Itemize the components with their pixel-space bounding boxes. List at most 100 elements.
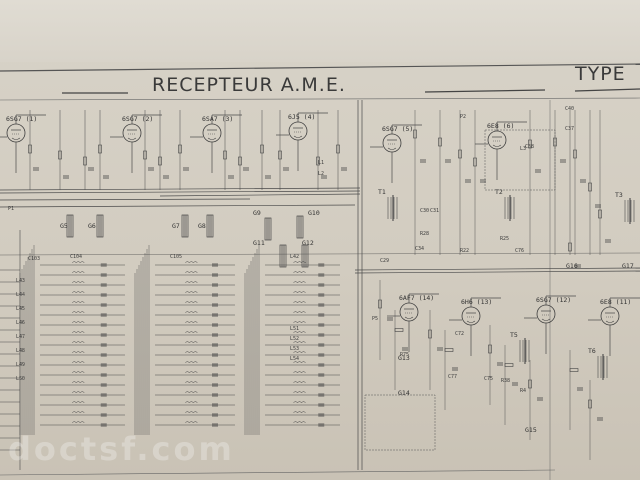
resistor-symbol — [413, 129, 417, 139]
coil-winding — [185, 401, 198, 404]
resistor-symbol — [573, 149, 577, 159]
component-label: P5 — [372, 316, 378, 322]
component-label: C40 — [565, 106, 574, 112]
coil-winding — [72, 391, 85, 394]
resistor-symbol — [178, 144, 182, 154]
coil-winding — [293, 421, 306, 424]
component-label: 6E8 (11) — [600, 298, 631, 306]
coil-winding — [293, 301, 306, 304]
coil-winding — [185, 301, 198, 304]
component-label: C37 — [565, 126, 574, 132]
resistor-symbol — [598, 209, 602, 219]
component-label: G16 — [566, 262, 578, 270]
wire — [354, 267, 640, 271]
resistor-symbol — [278, 150, 282, 160]
component-label: T1 — [378, 188, 386, 196]
component-label: C103 — [28, 256, 40, 262]
component-label: G5 — [60, 222, 68, 230]
coil-winding — [72, 371, 85, 374]
coil-former — [301, 244, 309, 268]
coil-former — [279, 244, 287, 268]
coil-former — [206, 214, 214, 238]
tube-cathode — [11, 137, 21, 140]
resistor-symbol — [83, 156, 87, 166]
component-label: 6AF7 (14) — [399, 294, 434, 302]
component-label: T6 — [588, 347, 596, 355]
component-label: G12 — [302, 239, 314, 247]
component-label: C38 — [525, 144, 534, 150]
coil-winding — [293, 341, 306, 344]
resistor-symbol — [58, 150, 62, 160]
paper-top-edge — [0, 0, 640, 62]
component-label: G10 — [308, 209, 320, 217]
component-label: G6 — [88, 222, 96, 230]
coil-former — [296, 215, 304, 239]
resistor-symbol — [458, 149, 462, 159]
component-label: C30 — [420, 208, 429, 214]
resistor-symbol — [28, 144, 32, 154]
resistor-symbol — [528, 139, 532, 149]
component-label: C72 — [455, 331, 464, 337]
coil-winding — [293, 381, 306, 384]
tube-symbol — [288, 121, 308, 141]
coil-winding — [72, 401, 85, 404]
coil-winding — [185, 361, 198, 364]
coil-winding — [293, 311, 306, 314]
component-label: C34 — [415, 246, 424, 252]
component-labels: 6SG7 (1)6SG7 (2)6SA7 (3)6J5 (4)6SG7 (5)6… — [6, 106, 634, 434]
wire — [0, 204, 356, 208]
component-label: L43 — [16, 278, 25, 284]
coil-winding — [293, 351, 306, 354]
resistor-symbol — [568, 242, 572, 252]
tube-symbol — [382, 133, 402, 153]
tube-cathode — [541, 318, 551, 321]
coil-winding — [293, 371, 306, 374]
coil-winding — [185, 331, 198, 334]
oscillator-block — [484, 129, 556, 191]
component-label: 6E8 (6) — [487, 122, 514, 130]
coil-winding — [293, 291, 306, 294]
coil-winding — [72, 311, 85, 314]
component-label: G13 — [398, 354, 410, 362]
resistor-symbol — [473, 157, 477, 167]
coil-winding — [185, 381, 198, 384]
coil-winding — [293, 391, 306, 394]
coil-winding — [185, 291, 198, 294]
tube-cathode — [207, 137, 217, 140]
coil-former — [96, 214, 104, 238]
coil-winding — [293, 401, 306, 404]
resistor-symbol — [336, 144, 340, 154]
tube-cathode — [293, 135, 303, 138]
component-label: G14 — [398, 389, 410, 397]
component-label: C29 — [380, 258, 389, 264]
component-label: C31 — [430, 208, 439, 214]
coil-winding — [185, 421, 198, 424]
coil-winding — [72, 421, 85, 424]
coil-former — [181, 214, 189, 238]
component-label: L3 — [520, 146, 526, 152]
coil-winding — [72, 411, 85, 414]
coil-winding — [72, 291, 85, 294]
wire — [159, 193, 361, 197]
tube-cathode — [605, 320, 615, 323]
tube-symbol — [399, 302, 419, 322]
coil-winding — [185, 371, 198, 374]
coil-winding — [72, 261, 85, 264]
coil-winding — [72, 341, 85, 344]
tube-symbol — [6, 123, 26, 143]
component-label: C105 — [170, 254, 182, 260]
resistor-symbol — [394, 328, 404, 332]
diagram-title: RECEPTEUR A.M.E. — [152, 74, 346, 96]
schematic-wiring — [0, 100, 640, 470]
coil-winding — [72, 281, 85, 284]
resistor-symbol — [588, 399, 592, 409]
component-label: G8 — [198, 222, 206, 230]
resistor-symbol — [143, 150, 147, 160]
tube-cathode — [387, 147, 397, 150]
resistor-symbol — [428, 329, 432, 339]
component-label: L52 — [290, 336, 299, 342]
coil-winding — [293, 261, 306, 264]
coil-winding — [293, 331, 306, 334]
tube-cathode — [466, 320, 476, 323]
